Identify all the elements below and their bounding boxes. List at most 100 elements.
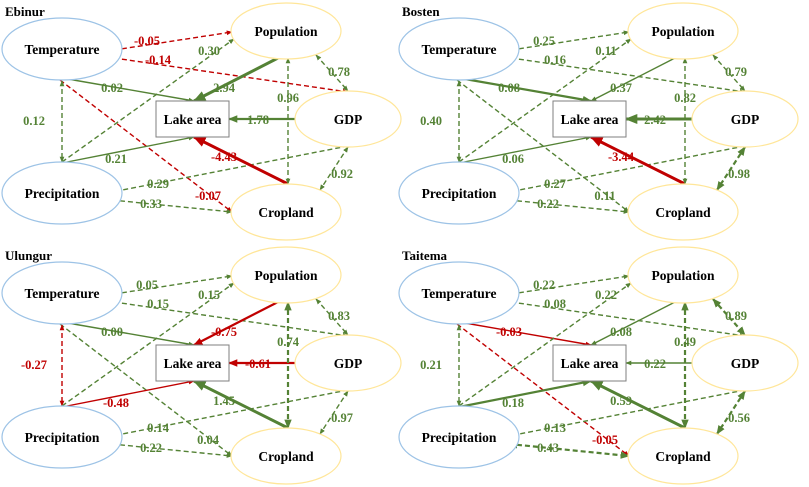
path-precipitation-to-lake <box>458 135 592 164</box>
coefficient-population-to-gdp: 0.79 <box>725 65 747 79</box>
path-gdp-to-cropland <box>716 390 746 435</box>
coefficient-temperature-to-gdp: 0.08 <box>544 297 566 311</box>
coefficient-precipitation-to-population: 0.30 <box>198 44 220 58</box>
coefficient-temperature-to-lake: 0.00 <box>101 325 123 339</box>
path-population-to-gdp <box>315 54 349 92</box>
path-gdp-to-precipitation <box>508 145 746 194</box>
node-population-label: Population <box>254 268 318 283</box>
path-temperature-to-population <box>113 274 233 296</box>
coefficient-gdp-to-lake: -0.61 <box>245 357 271 371</box>
coefficient-temperature-to-gdp: 0.16 <box>544 53 566 67</box>
coefficient-temperature-to-precipitation: 0.21 <box>420 358 442 372</box>
coefficient-temperature-to-population: 0.05 <box>136 278 158 292</box>
coefficient-precipitation-to-population: 0.11 <box>595 44 616 58</box>
coefficient-temperature-to-lake: -0.03 <box>496 325 522 339</box>
coefficient-population-to-cropland: 0.82 <box>674 91 696 105</box>
coefficient-gdp-to-precipitation: 0.14 <box>147 421 170 435</box>
path-population-to-lake <box>193 301 279 346</box>
path-coefficients: 0.050.150.040.00-0.270.15-0.480.140.22-0… <box>21 278 353 455</box>
path-temperature-to-lake <box>458 321 592 347</box>
node-gdp-label: GDP <box>731 356 760 371</box>
node-temperature-ellipse <box>1 261 123 325</box>
coefficient-temperature-to-gdp: -0.14 <box>145 53 172 67</box>
coefficient-gdp-to-precipitation: 0.29 <box>147 177 169 191</box>
coefficient-gdp-to-precipitation: 0.27 <box>544 177 566 191</box>
coefficient-temperature-to-lake: 0.08 <box>498 81 520 95</box>
coefficient-population-to-gdp: 0.78 <box>328 65 350 79</box>
node-lake-area-label: Lake area <box>164 112 222 127</box>
node-cropland-label: Cropland <box>258 449 314 464</box>
coefficient-cropland-to-lake: -4.43 <box>211 150 237 164</box>
node-lake-area-box <box>552 100 627 138</box>
path-temperature-to-population <box>510 30 630 52</box>
coefficient-temperature-to-cropland: 0.04 <box>197 433 220 447</box>
coefficient-population-to-cropland: 0.49 <box>674 335 696 349</box>
node-temperature-label: Temperature <box>422 42 497 57</box>
node-cropland-label: Cropland <box>655 449 711 464</box>
node-population-ellipse <box>627 2 739 60</box>
path-population-to-lake <box>590 301 676 346</box>
path-cropland-to-lake <box>192 379 289 430</box>
node-temperature-label: Temperature <box>25 286 100 301</box>
coefficient-cropland-to-lake: 1.45 <box>213 394 235 408</box>
coefficient-gdp-to-lake: 1.78 <box>247 113 269 127</box>
path-precipitation-to-cropland <box>111 198 233 214</box>
coefficient-temperature-to-precipitation: -0.27 <box>21 358 47 372</box>
path-gdp-to-cropland <box>716 146 746 191</box>
path-precipitation-to-lake <box>61 379 195 408</box>
coefficient-temperature-to-gdp: 0.15 <box>147 297 169 311</box>
nodes: TemperaturePrecipitationPopulationGDPCro… <box>1 2 402 241</box>
coefficient-gdp-to-lake: 2.42 <box>644 113 666 127</box>
path-population-to-gdp <box>315 298 349 336</box>
path-precipitation-to-lake <box>458 378 592 409</box>
node-population-ellipse <box>230 246 342 304</box>
path-gdp-to-precipitation <box>508 389 746 438</box>
coefficient-gdp-to-cropland: 0.56 <box>728 411 750 425</box>
path-precipitation-to-population <box>61 38 235 163</box>
panel-title: Ebinur <box>5 4 45 19</box>
node-temperature-label: Temperature <box>25 42 100 57</box>
path-temperature-to-lake <box>61 321 195 347</box>
node-temperature-label: Temperature <box>422 286 497 301</box>
path-cropland-to-lake <box>589 135 686 186</box>
coefficient-precipitation-to-population: 0.15 <box>198 288 220 302</box>
coefficient-precipitation-to-cropland: 0.22 <box>140 441 162 455</box>
coefficient-precipitation-to-lake: 0.18 <box>502 396 524 410</box>
coefficient-population-to-lake: -0.75 <box>211 325 237 339</box>
node-gdp-label: GDP <box>334 356 363 371</box>
node-precipitation-ellipse <box>398 161 520 225</box>
coefficient-gdp-to-cropland: 0.92 <box>331 167 353 181</box>
paths <box>59 30 349 214</box>
node-population-ellipse <box>230 2 342 60</box>
path-coefficients: 0.220.08-0.05-0.030.210.220.180.130.430.… <box>420 278 750 455</box>
node-population-label: Population <box>651 24 715 39</box>
node-temperature-ellipse <box>398 17 520 81</box>
paths <box>59 274 349 458</box>
coefficient-cropland-to-lake: -3.44 <box>608 150 635 164</box>
path-cropland-to-lake <box>589 379 686 430</box>
node-cropland-ellipse <box>627 183 739 241</box>
coefficient-population-to-lake: 0.08 <box>610 325 632 339</box>
path-gdp-to-cropland <box>319 390 349 435</box>
coefficient-population-to-gdp: 0.83 <box>328 309 350 323</box>
paths <box>456 274 746 459</box>
node-population-label: Population <box>254 24 318 39</box>
path-precipitation-to-population <box>458 282 632 407</box>
path-population-to-lake <box>590 57 676 102</box>
path-precipitation-to-population <box>61 282 235 407</box>
path-temperature-to-lake <box>458 76 592 104</box>
node-cropland-ellipse <box>230 183 342 241</box>
node-precipitation-label: Precipitation <box>422 186 497 201</box>
panel-taitema: TemperaturePrecipitationPopulationGDPCro… <box>398 246 799 485</box>
node-precipitation-ellipse <box>1 405 123 469</box>
coefficient-precipitation-to-lake: 0.06 <box>502 152 524 166</box>
node-precipitation-label: Precipitation <box>25 430 100 445</box>
panel-ebinur: TemperaturePrecipitationPopulationGDPCro… <box>1 2 402 241</box>
node-gdp-ellipse <box>294 90 402 148</box>
node-lake-area-label: Lake area <box>561 112 619 127</box>
coefficient-precipitation-to-cropland: 0.33 <box>140 197 162 211</box>
node-cropland-ellipse <box>627 427 739 485</box>
coefficient-temperature-to-population: 0.22 <box>533 278 555 292</box>
node-temperature-ellipse <box>398 261 520 325</box>
